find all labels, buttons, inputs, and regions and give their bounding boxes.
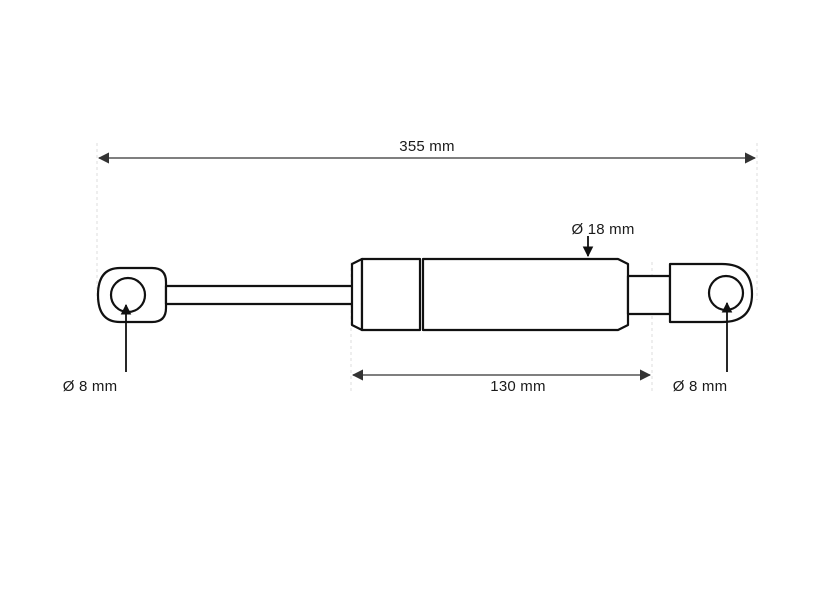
right-eyelet-bore [707, 274, 745, 312]
left-eyelet-bore [109, 276, 147, 314]
gas-spring-assembly [96, 257, 754, 332]
cylinder-section-front [360, 257, 422, 332]
leader-lines [120, 236, 733, 372]
dimension-label-right-eyelet-bore: Ø 8 mm [672, 378, 728, 395]
cylinder-end-connector [626, 274, 672, 316]
cylinder-main-tube [421, 257, 630, 332]
dimension-label-total-length: 355 mm [399, 138, 455, 155]
dimension-label-left-eyelet-bore: Ø 8 mm [62, 378, 118, 395]
dimension-label-stroke-length: 130 mm [490, 378, 546, 395]
extension-lines [96, 143, 758, 392]
piston-rod [164, 284, 360, 306]
dimension-label-body-diameter: Ø 18 mm [571, 221, 635, 238]
rod-guide-collar [350, 257, 364, 332]
